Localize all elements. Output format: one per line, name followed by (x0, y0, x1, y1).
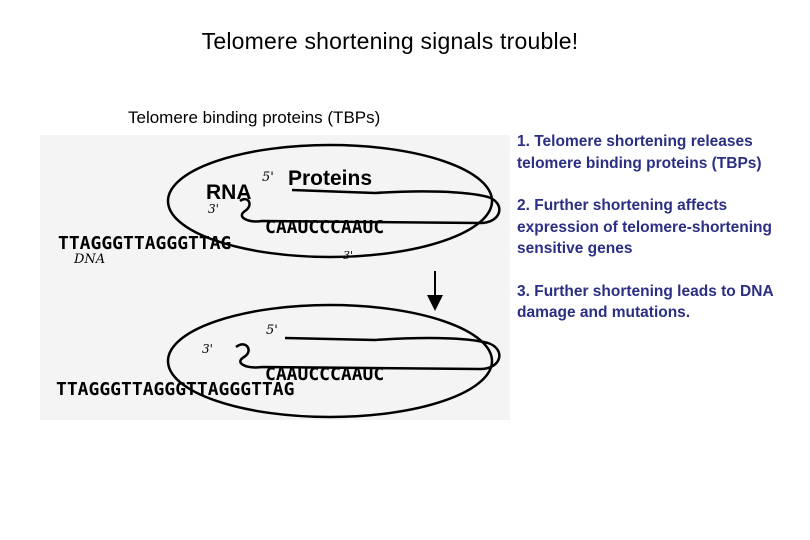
point-1: 1. Telomere shortening releases telomere… (517, 133, 762, 172)
telomere-diagram: 5' Proteins RNA 3' CAAUCCCAAUC TTAGGGTTA… (40, 135, 510, 420)
scan-background (40, 135, 510, 420)
top-dna-sequence: TTAGGGTTAGGGTTAG (58, 233, 231, 254)
slide-title: Telomere shortening signals trouble! (201, 28, 579, 54)
top-dna-label: DNA (73, 252, 105, 267)
bottom-rna-strand (235, 336, 501, 371)
top-three-prime-label: 3' (208, 202, 219, 216)
figure-subtitle: Telomere binding proteins (TBPs) (128, 108, 381, 127)
bottom-three-prime-label: 3' (202, 342, 213, 356)
bottom-dna-sequence: TTAGGGTTAGGGTTAGGGTTAG (56, 379, 294, 400)
top-rna-sequence: CAAUCCCAAUC (265, 217, 384, 238)
top-rna-label: RNA (206, 181, 252, 204)
top-proteins-label: Proteins (288, 167, 372, 190)
bottom-rna-sequence: CAAUCCCAAUC (265, 364, 384, 385)
bottom-telomerase-ellipse (166, 303, 494, 419)
top-rna-strand (239, 188, 501, 225)
top-five-prime-label: 5' (262, 170, 274, 185)
points-list: 1. Telomere shortening releases telomere… (517, 131, 802, 345)
top-dna-three-prime-label: 3' (343, 249, 353, 262)
point-3: 3. Further shortening leads to DNA damag… (517, 282, 774, 322)
transition-arrow-head (427, 295, 443, 311)
point-2: 2. Further shortening affects expression… (517, 197, 772, 257)
bottom-five-prime-label: 5' (266, 323, 278, 338)
top-telomerase-ellipse (166, 143, 494, 259)
